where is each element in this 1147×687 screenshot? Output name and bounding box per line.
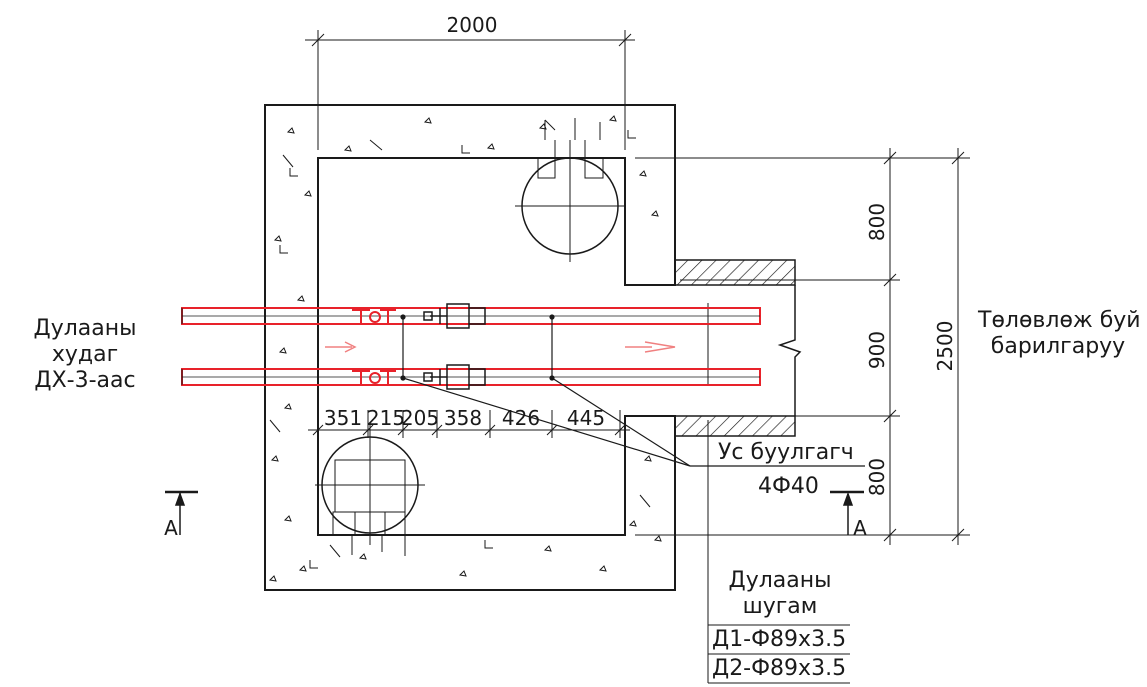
dim-seg-4: 358 [444,406,482,430]
wall-section-bottom [674,415,796,437]
dim-seg-3: 205 [401,406,439,430]
manhole-top [515,118,625,262]
dim-top [305,30,635,150]
source-line-2: худаг [51,342,119,367]
section-label-right: А [853,516,867,540]
dim-right [635,148,970,545]
building-line-2: барилгаруу [990,334,1126,359]
source-line-3: ДХ-3-аас [34,368,136,393]
pipe-d2-spec: Д2-Ф89х3.5 [712,656,847,681]
concrete-marks [268,115,662,582]
section-label-left: А [164,516,178,540]
building-label: Төлөвлөж буй барилгаруу [978,308,1141,360]
dim-bottom [308,410,630,438]
section-marker-left [165,490,198,535]
building-line-1: Төлөвлөж буй [978,308,1141,333]
break-line [777,285,802,416]
dim-top-label: 2000 [447,13,498,37]
dim-800-bottom: 800 [865,458,889,496]
dim-2500: 2500 [933,321,957,372]
pipe-d1-spec: Д1-Ф89х3.5 [712,627,847,652]
valve-title: Ус буулгагч [718,440,854,465]
dim-900: 900 [865,331,889,369]
pipe-d2 [181,368,761,386]
dim-seg-6: 445 [567,406,605,430]
dim-800-top: 800 [865,203,889,241]
dim-seg-2: 215 [367,406,405,430]
valve-spec: 4Ф40 [758,474,819,499]
pipe-d1 [181,307,761,325]
section-marker-right [830,490,864,535]
wall-section-top [674,259,796,286]
dim-seg-1: 351 [324,406,362,430]
pipe-legend-table [707,420,850,684]
manhole-bottom [315,425,425,556]
source-line-1: Дулааны [33,316,137,341]
pipe-title-line-2: шугам [742,594,818,619]
pipe-title-line-1: Дулааны [728,568,832,593]
pipe-title: Дулааны шугам [712,568,848,620]
source-label: Дулааны худаг ДХ-3-аас [10,316,160,394]
flow-arrows [325,341,676,353]
pipe-supports [352,309,396,386]
valve-d1 [423,303,486,329]
dim-seg-5: 426 [502,406,540,430]
valve-d2 [423,364,486,390]
drain-lines [400,314,865,467]
